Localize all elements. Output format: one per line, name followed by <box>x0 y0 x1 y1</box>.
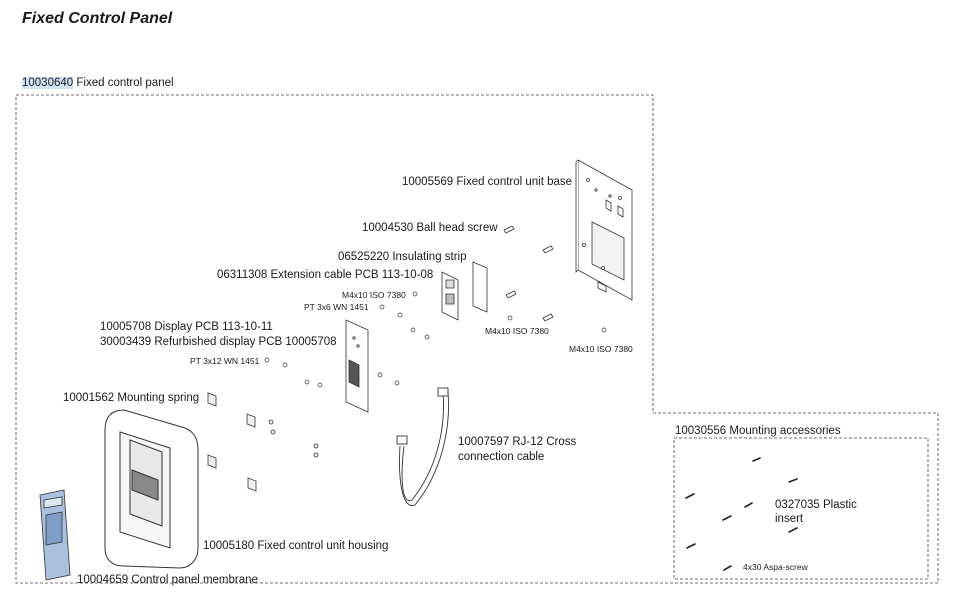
label-display-pcb: 10005708 Display PCB 113-10-11 <box>100 321 273 333</box>
label-aspa-screw: 4x30 Aspa-screw <box>743 562 808 572</box>
label-plastic-insert-1: 0327035 Plastic <box>775 499 857 511</box>
label-housing: 10005180 Fixed control unit housing <box>203 540 389 552</box>
housing <box>104 409 199 569</box>
label-insulating-strip: 06525220 Insulating strip <box>338 251 467 263</box>
label-mounting-accessories: 10030556 Mounting accessories <box>675 425 841 437</box>
label-extension-cable: 06311308 Extension cable PCB 113-10-08 <box>217 269 434 281</box>
assembly-code: 10030640 <box>22 77 74 89</box>
label-pt3x6: PT 3x6 WN 1451 <box>304 302 369 312</box>
mounting-springs <box>207 392 319 492</box>
small-screws <box>264 291 607 388</box>
ball-screws <box>503 225 554 322</box>
accessories-boundary <box>673 437 929 580</box>
label-rj12-cable-2: connection cable <box>458 451 545 463</box>
base-plate <box>575 159 633 301</box>
label-rj12-cable: 10007597 RJ-12 Cross <box>458 436 577 448</box>
label-refurbished-pcb: 30003439 Refurbished display PCB 1000570… <box>100 336 337 348</box>
assembly-name: Fixed control panel <box>76 77 174 89</box>
label-m4x10-b: M4x10 ISO 7380 <box>485 326 549 336</box>
label-membrane: 10004659 Control panel membrane <box>77 574 258 586</box>
label-base: 10005569 Fixed control unit base <box>402 176 573 188</box>
label-m4x10-c: M4x10 ISO 7380 <box>569 344 633 354</box>
membrane <box>39 489 71 581</box>
page-title: Fixed Control Panel <box>22 10 173 27</box>
label-ball-head-screw: 10004530 Ball head screw <box>362 222 498 234</box>
label-mounting-spring: 10001562 Mounting spring <box>63 392 200 404</box>
assembly-boundary <box>15 94 939 584</box>
display-pcb <box>345 319 369 413</box>
rj12-cable <box>396 387 449 506</box>
insulating-strip <box>472 261 488 313</box>
assembly-label: 10030640 Fixed control panel <box>22 76 174 90</box>
accessory-screws <box>685 457 798 571</box>
label-plastic-insert-2: insert <box>775 513 804 525</box>
extension-pcb <box>441 271 459 321</box>
label-pt3x12: PT 3x12 WN 1451 <box>190 356 260 366</box>
label-m4x10-a: M4x10 ISO 7380 <box>342 290 406 300</box>
